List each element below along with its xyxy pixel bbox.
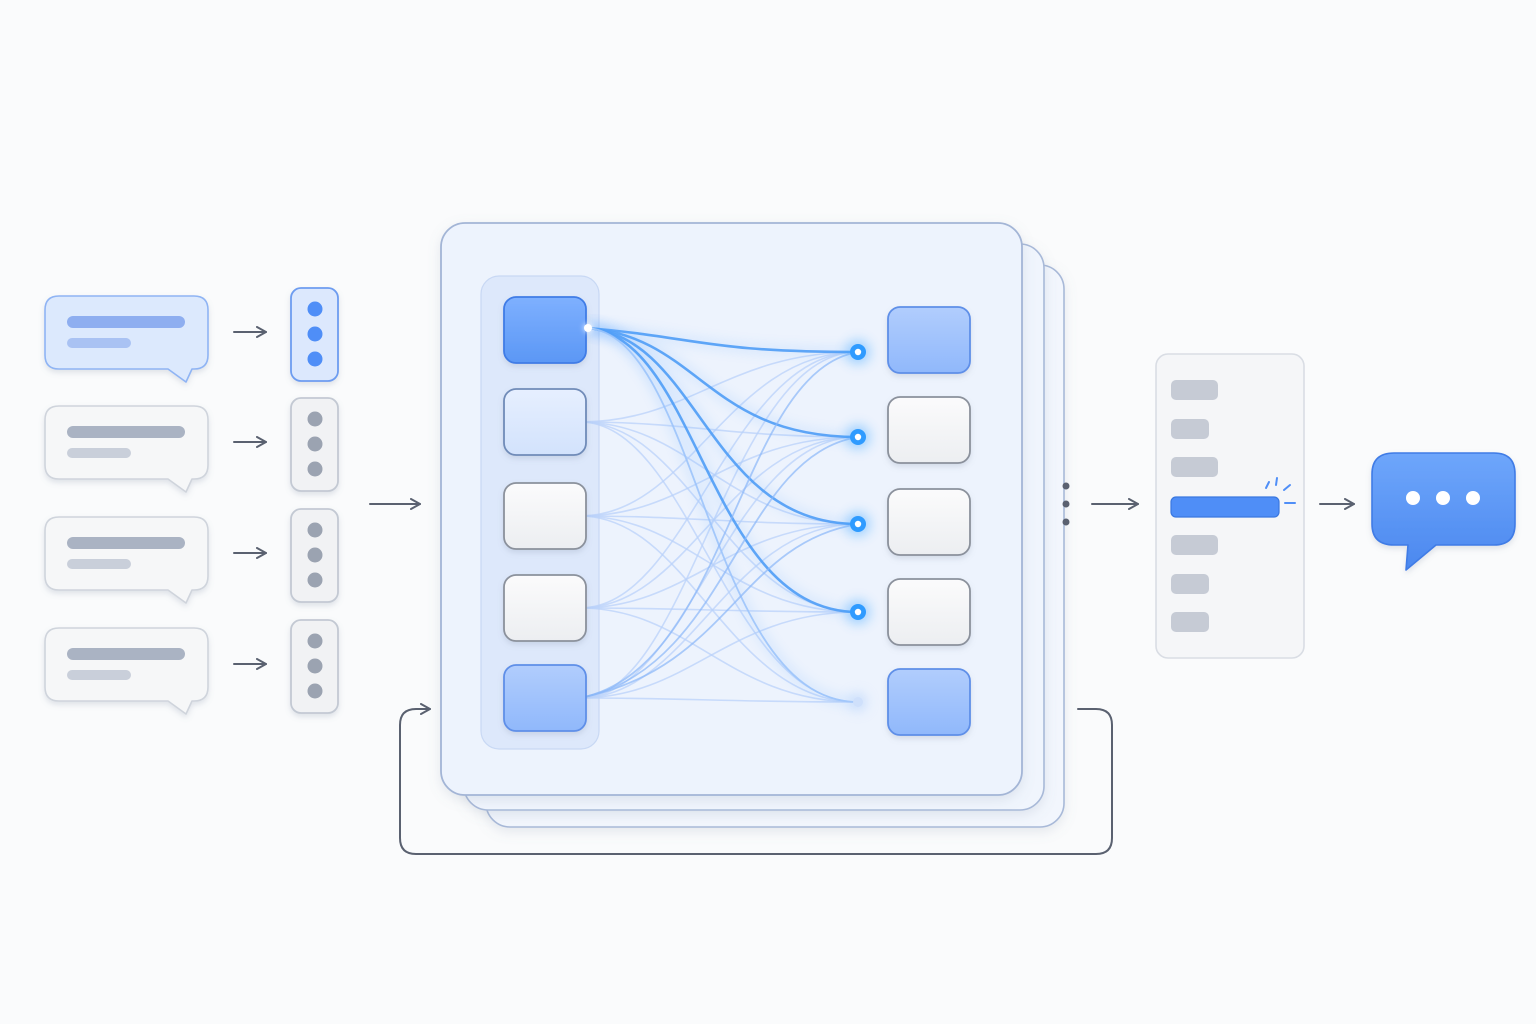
port-dot-core [854, 608, 862, 616]
attention-edge-strong [587, 326, 859, 526]
text-line-placeholder [67, 559, 131, 569]
input-to-token-arrows [233, 326, 267, 670]
typing-chat-bubble-icon [1371, 452, 1516, 571]
token-dot-icon [307, 522, 323, 538]
neuron-node [503, 482, 587, 550]
text-line-placeholder [67, 670, 131, 680]
output-ports [846, 340, 870, 711]
input-messages-column [44, 295, 209, 715]
output-nodes [887, 306, 971, 736]
text-line-placeholder [67, 648, 185, 660]
candidate-token-bar [1171, 457, 1218, 477]
text-line-placeholder [67, 316, 185, 328]
token-dot-icon [307, 351, 323, 367]
attention-edge [579, 351, 859, 699]
signal-spark-icon [584, 324, 592, 332]
candidate-token-bar [1171, 380, 1218, 400]
port-dot-core [854, 348, 862, 356]
neuron-node [887, 396, 971, 464]
sparkle-ray [1283, 484, 1291, 491]
more-layers-ellipsis-icon [1062, 482, 1070, 526]
typing-dot-icon [1436, 491, 1450, 505]
token-dot-icon [307, 411, 323, 427]
attention-edge-strong [587, 327, 859, 703]
typing-dot-icon [1466, 491, 1480, 505]
port-dot-icon [853, 697, 863, 707]
token-probability-panel [1155, 353, 1305, 659]
text-line-placeholder [67, 426, 185, 438]
token-dot-icon [307, 683, 323, 699]
recurrent-loop-arrow-icon [399, 703, 1113, 855]
neuron-node [887, 578, 971, 646]
port-dot-core [854, 520, 862, 528]
token-dot-icon [307, 547, 323, 563]
attention-edge-strong [587, 326, 859, 439]
token-embedding-column [290, 287, 339, 714]
sparkle-ray [1275, 477, 1278, 486]
attention-edge [579, 436, 859, 699]
text-line-placeholder [67, 448, 131, 458]
token-dot-icon [307, 572, 323, 588]
candidate-token-bar [1171, 574, 1209, 594]
sparkle-ray [1265, 481, 1270, 489]
token-dot-icon [307, 633, 323, 649]
neuron-node [503, 574, 587, 642]
candidate-token-bar [1171, 612, 1209, 632]
neuron-node [887, 668, 971, 736]
candidate-token-bar [1171, 419, 1209, 439]
neuron-node [503, 388, 587, 456]
typing-dot-icon [1406, 491, 1420, 505]
candidate-token-bar [1171, 535, 1218, 555]
neuron-node [503, 296, 587, 364]
text-line-placeholder [67, 537, 185, 549]
typing-indicator-dots [1406, 491, 1480, 505]
attention-edge [579, 515, 859, 703]
token-dot-icon [307, 461, 323, 477]
attention-edge [579, 523, 859, 699]
attention-edge [579, 697, 859, 703]
attention-connections [579, 324, 859, 706]
attention-edge-strong [587, 326, 859, 354]
attention-edge [579, 611, 859, 699]
token-dot-icon [307, 436, 323, 452]
port-dot-core [854, 433, 862, 441]
neuron-node [887, 306, 971, 374]
text-line-placeholder [67, 338, 131, 348]
selected-token-bar [1170, 496, 1280, 518]
sparkle-icon [1265, 477, 1296, 504]
neuron-node [887, 488, 971, 556]
token-dot-icon [307, 326, 323, 342]
input-nodes [503, 296, 592, 732]
neuron-node [503, 664, 587, 732]
attention-edge [579, 523, 859, 699]
token-dot-icon [307, 658, 323, 674]
token-dot-icon [307, 301, 323, 317]
